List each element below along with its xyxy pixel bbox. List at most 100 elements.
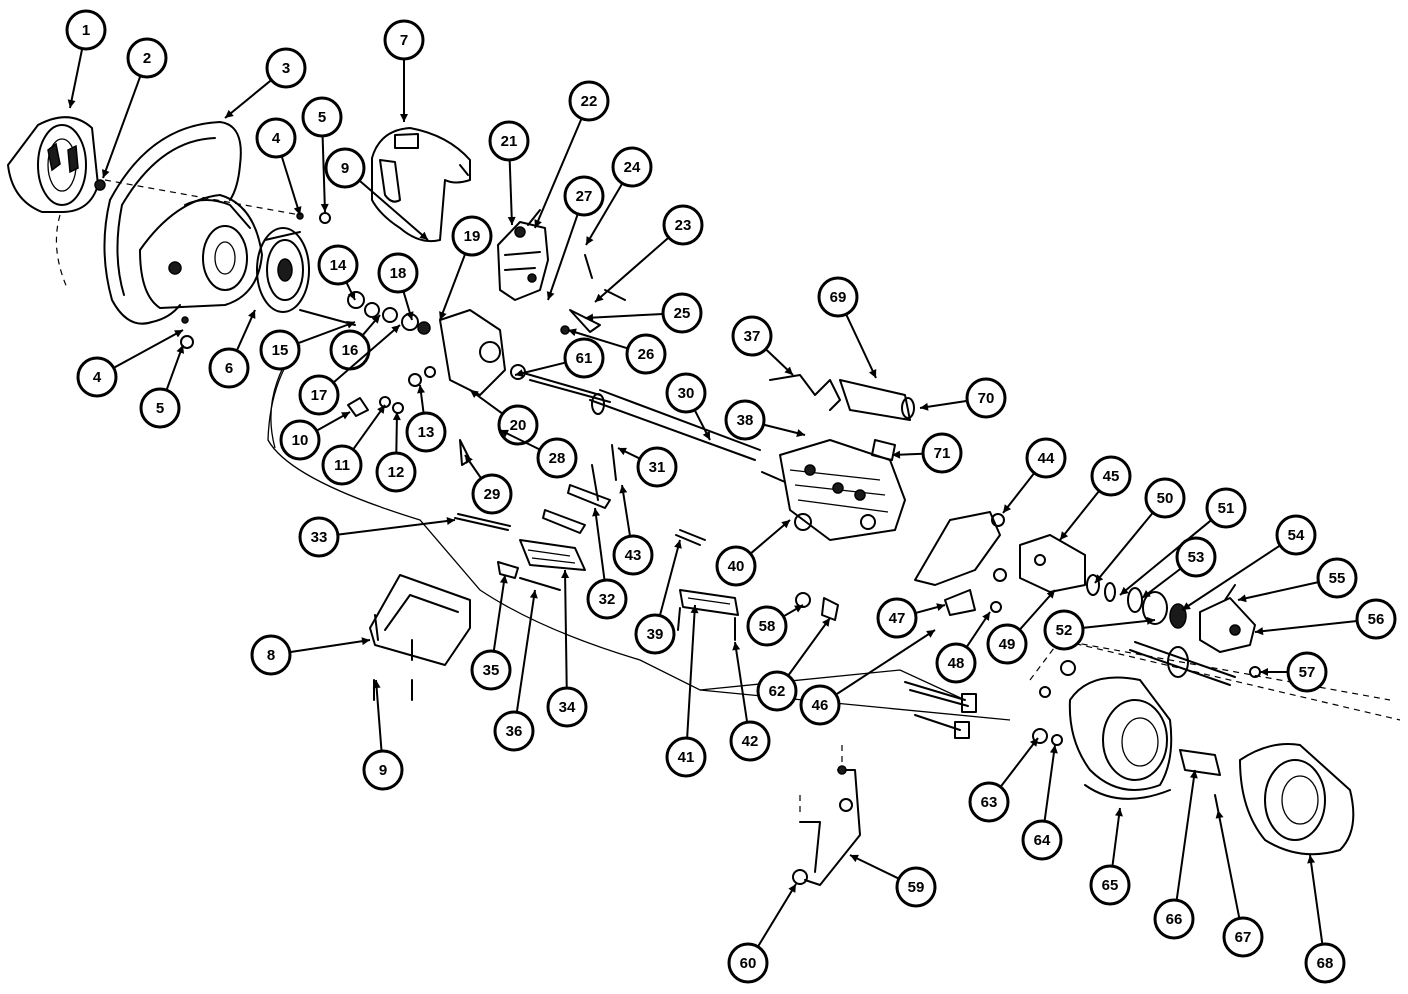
- callout-circle: [1025, 437, 1067, 479]
- callout-14: 14: [317, 244, 359, 301]
- callout-number: 22: [581, 93, 598, 110]
- callout-arrowhead: [1049, 745, 1058, 754]
- callout-arrowhead: [101, 169, 110, 178]
- callout-number: 2: [143, 50, 151, 67]
- callout-arrowhead: [372, 680, 381, 689]
- callout-circle: [563, 175, 605, 217]
- callout-number: 47: [889, 610, 906, 627]
- callout-circle: [324, 147, 366, 189]
- callout-arrowhead: [417, 385, 425, 394]
- callout-69: 69: [817, 276, 877, 379]
- callout-number: 30: [678, 385, 695, 402]
- callout-leader-line: [492, 574, 506, 652]
- callout-arrowhead: [1146, 616, 1155, 625]
- callout-number: 1: [82, 22, 90, 39]
- callout-circle: [1286, 651, 1328, 693]
- callout-circle: [662, 204, 704, 246]
- callout-circle: [746, 605, 788, 647]
- callout-68: 68: [1304, 854, 1346, 984]
- callout-48: 48: [935, 611, 991, 684]
- callout-number: 4: [272, 130, 281, 147]
- callout-circle: [986, 623, 1028, 665]
- callout-leader-line: [787, 617, 831, 677]
- callout-leader-line: [849, 854, 900, 880]
- callout-leader-line: [1254, 620, 1358, 633]
- callout-leader-line: [594, 507, 606, 581]
- callout-7: 7: [383, 19, 425, 122]
- callout-arrowhead: [585, 313, 594, 322]
- callout-arrowhead: [1115, 808, 1123, 817]
- callout-leader-line: [734, 641, 749, 723]
- callout-circle: [895, 866, 937, 908]
- callout-21: 21: [488, 120, 530, 226]
- callout-arrowhead: [926, 630, 935, 638]
- callout-arrowhead: [293, 206, 302, 215]
- callout-number: 71: [934, 445, 951, 462]
- callout-circle: [636, 446, 678, 488]
- callout-leader-line: [1002, 472, 1036, 514]
- callout-circle: [665, 372, 707, 414]
- callout-arrowhead: [982, 612, 990, 621]
- callout-arrowhead: [868, 369, 877, 378]
- callout-leader-line: [439, 253, 467, 321]
- callout-number: 3: [282, 60, 290, 77]
- callout-leader-line: [1111, 807, 1121, 867]
- callout-arrowhead: [702, 431, 710, 440]
- callout-leader-line: [1181, 544, 1281, 611]
- callout-leader-line: [321, 135, 326, 213]
- callout-arrowhead: [794, 605, 803, 613]
- callout-arrowhead: [1189, 770, 1198, 779]
- callout-leader-line: [567, 329, 629, 350]
- callout-circle: [301, 96, 343, 138]
- switch-56: [1199, 584, 1256, 653]
- callout-circle: [611, 146, 653, 188]
- callout-circle: [1316, 557, 1358, 599]
- callout-19: 19: [439, 215, 493, 321]
- callout-number: 62: [769, 683, 786, 700]
- callout-50: 50: [1094, 477, 1186, 584]
- callout-43: 43: [612, 484, 654, 576]
- callout-arrowhead: [1060, 531, 1069, 540]
- callout-arrowhead: [405, 311, 414, 320]
- callout-4: 4: [255, 117, 302, 216]
- callout-circle: [876, 597, 918, 639]
- callout-circle: [76, 356, 118, 398]
- callout-number: 54: [1288, 527, 1305, 544]
- callout-60: 60: [727, 883, 797, 984]
- callout-circle: [661, 292, 703, 334]
- callout-leader-line: [749, 519, 791, 555]
- callout-arrowhead: [1260, 668, 1268, 676]
- callout-number: 13: [418, 424, 435, 441]
- callout-leader-line: [621, 484, 632, 537]
- callout-arrowhead: [534, 219, 542, 228]
- callout-number: 11: [334, 457, 350, 474]
- callout-leader-line: [515, 589, 536, 713]
- callout-number: 56: [1368, 611, 1385, 628]
- callout-arrowhead: [788, 884, 796, 893]
- callout-arrowhead: [174, 330, 183, 338]
- callout-55: 55: [1237, 557, 1358, 603]
- callout-arrowhead: [546, 291, 555, 300]
- callout-number: 63: [981, 794, 998, 811]
- callout-circle: [634, 613, 676, 655]
- callout-circle: [724, 399, 766, 441]
- callout-53: 53: [1141, 536, 1217, 599]
- callout-circle: [546, 686, 588, 728]
- callout-arrowhead: [586, 236, 594, 245]
- callout-39: 39: [634, 539, 682, 655]
- callout-number: 55: [1329, 570, 1346, 587]
- callout-59: 59: [849, 854, 937, 908]
- callout-circle: [139, 387, 181, 429]
- callout-number: 33: [311, 529, 328, 546]
- callout-arrowhead: [592, 508, 601, 517]
- callout-arrowhead: [690, 605, 699, 614]
- callout-16: 16: [329, 314, 381, 371]
- callout-arrowhead: [347, 291, 356, 300]
- callout-number: 17: [311, 387, 328, 404]
- callout-number: 35: [483, 662, 500, 679]
- callout-number: 65: [1102, 877, 1119, 894]
- callout-number: 24: [624, 159, 641, 176]
- callout-number: 10: [292, 432, 309, 449]
